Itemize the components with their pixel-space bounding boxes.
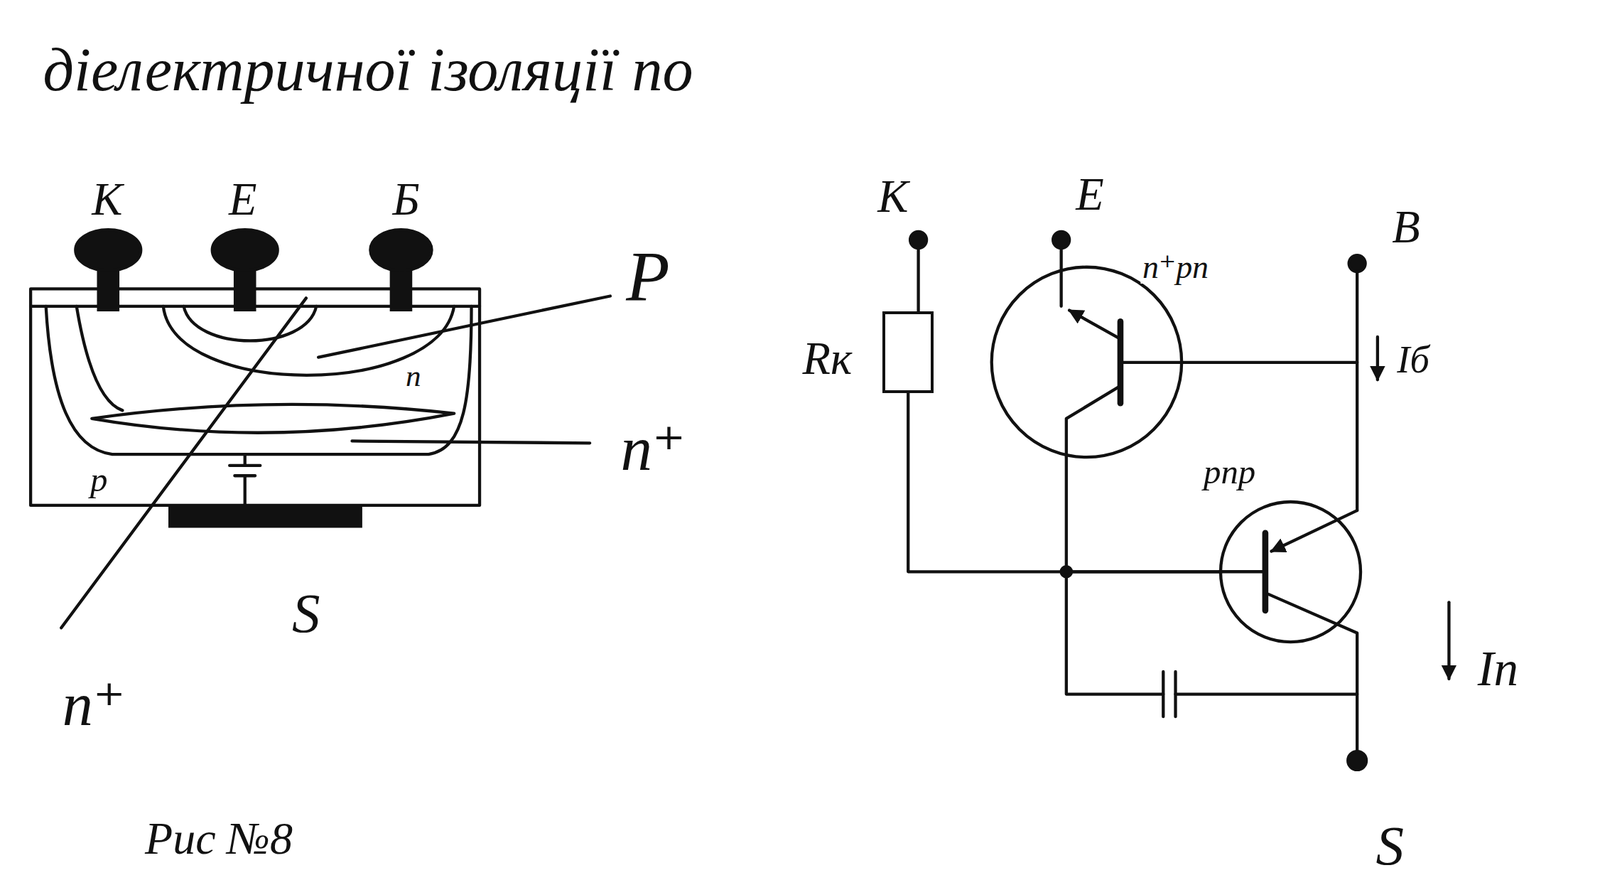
transistor-circle	[1219, 500, 1362, 643]
leader-line	[61, 295, 611, 628]
chip-cross-section	[76, 306, 123, 410]
region-name: n⁺	[60, 673, 128, 735]
circuit-wire	[1175, 692, 1358, 695]
current-arrow	[1377, 336, 1450, 679]
capacitor-symbol	[1163, 671, 1176, 717]
resistor-symbol: Rк	[882, 311, 934, 393]
figure-caption: Рис №8	[142, 815, 295, 862]
leader-line	[318, 295, 611, 357]
leader-line	[352, 440, 591, 443]
capacitor-symbol	[1163, 671, 1176, 717]
transistor-symbol	[1262, 532, 1269, 611]
pnp-transistor: pnp	[1219, 500, 1362, 643]
terminal-name: Е	[226, 176, 259, 223]
leader-line	[61, 297, 307, 628]
chip-cross-section	[91, 404, 454, 433]
terminal-name: S	[289, 584, 323, 641]
terminal-name: К	[875, 172, 911, 219]
substrate-capacitor	[229, 453, 261, 506]
transistor-symbol	[1069, 310, 1121, 339]
transistor-circle	[1220, 501, 1361, 642]
substrate-capacitor	[229, 453, 261, 506]
component-name: Rк	[800, 334, 855, 381]
chip-cross-section	[46, 306, 472, 454]
chip-cross-section	[30, 288, 480, 505]
circuit-wire	[1066, 456, 1220, 572]
region-name: n⁺	[618, 417, 688, 481]
circuit-wire	[918, 240, 1358, 756]
terminal-name: К	[89, 176, 125, 223]
circuit-wire	[1219, 569, 1266, 573]
circuit-wire	[1355, 263, 1359, 511]
region-name: n	[403, 360, 424, 391]
metal-contact	[75, 229, 141, 270]
chip-cross-section	[30, 288, 480, 505]
terminal-name: B	[1389, 203, 1422, 251]
transistor-symbol	[1069, 310, 1358, 611]
terminal-name: Б	[390, 176, 423, 223]
terminal-dot	[910, 231, 927, 248]
component-name: pnp	[1201, 453, 1258, 489]
terminal-name: S	[1373, 817, 1407, 874]
metal-contact	[212, 229, 278, 270]
npn-transistor: n⁺pn	[989, 265, 1184, 459]
current-arrow	[1376, 336, 1380, 380]
current-arrow	[1447, 601, 1451, 679]
transistor-circle	[989, 265, 1184, 459]
terminal-name: Е	[1073, 171, 1106, 218]
current-name: Iб	[1394, 339, 1432, 379]
transistor-symbol	[1271, 510, 1358, 551]
terminal-dot	[1347, 750, 1367, 770]
circuit-wire	[1066, 385, 1121, 458]
metal-contact	[370, 229, 432, 270]
terminal-dot	[1349, 255, 1366, 272]
circuit-wire	[1060, 240, 1063, 307]
circuit-wire	[916, 240, 920, 312]
current-name: Iп	[1475, 643, 1521, 693]
circuit-wire	[907, 392, 1220, 572]
metal-contact	[75, 229, 432, 528]
transistor-circle	[991, 267, 1182, 457]
terminal-dot	[1052, 231, 1070, 248]
region-name: p	[88, 462, 110, 498]
circuit-wire	[1120, 360, 1358, 364]
region-name: P	[623, 240, 672, 312]
metal-contact	[168, 505, 363, 528]
circuit-wire	[1066, 571, 1164, 694]
transistor-symbol	[1117, 321, 1124, 403]
component-name: n⁺pn	[1140, 250, 1211, 284]
note-text: діелектричної ізоляції по	[40, 39, 695, 101]
terminal-dot	[910, 231, 1367, 770]
